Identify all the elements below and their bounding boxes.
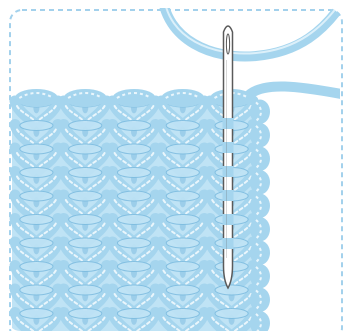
selvedge-bump (250, 217, 270, 241)
stitch-top-bump (20, 191, 53, 201)
yarn-over-needle (223, 142, 234, 153)
tapestry-needle-icon (223, 26, 234, 288)
stitch-top-bump (117, 191, 150, 201)
stitch-top-bump (166, 262, 199, 272)
stitch-top-bump (117, 262, 150, 272)
selvedge-bump (250, 100, 270, 124)
stitch-top-bump (117, 144, 150, 154)
selvedge-bump (250, 123, 270, 147)
selvedge-bump (250, 170, 270, 194)
yarn-over-needle (223, 166, 234, 177)
stitch-top-bump (20, 168, 53, 178)
stitch-top-bump (166, 215, 199, 225)
yarn-loop-top (162, 0, 342, 56)
stitch-top-bump (69, 191, 102, 201)
stitch-top-bump (117, 168, 150, 178)
stitch-top-bump (117, 238, 150, 248)
stitch-top-bump (166, 238, 199, 248)
stitch-top-bump (20, 215, 53, 225)
stitch-top-bump (20, 262, 53, 272)
stitch-top-bump (69, 238, 102, 248)
stitch-top-bump (20, 121, 53, 131)
stitch-top-bump (117, 285, 150, 295)
stitch-top-bump (215, 309, 248, 319)
yarn-tail-right (246, 86, 348, 98)
stitch-top-bump (69, 144, 102, 154)
yarn-over-needle (223, 238, 234, 249)
stitch-top-bump (166, 168, 199, 178)
needle-eye (226, 34, 229, 54)
stitch-top-bump (69, 215, 102, 225)
stitch-top-bump (20, 238, 53, 248)
stitch-top-bump (69, 121, 102, 131)
stitch-top-bump (166, 121, 199, 131)
stitch-top-bump (20, 144, 53, 154)
stitch-top-bump (166, 144, 199, 154)
stitch-top-bump (69, 262, 102, 272)
selvedge-bump (250, 264, 270, 288)
selvedge-bump (250, 288, 270, 312)
selvedge-bump (250, 241, 270, 265)
stitch-top-bump (117, 309, 150, 319)
stitch-top-bump (166, 191, 199, 201)
yarn-over-needle (223, 214, 234, 225)
stitch-top-bump (166, 309, 199, 319)
stitch-top-bump (215, 285, 248, 295)
stitch-top-bump (166, 285, 199, 295)
stitch-top-bump (69, 168, 102, 178)
stitch-top-bump (117, 215, 150, 225)
yarn-over-needle (223, 118, 234, 129)
selvedge-bump (250, 147, 270, 171)
yarn-over-needle (223, 190, 234, 201)
stitch-top-bump (69, 309, 102, 319)
knitted-swatch (12, 89, 256, 331)
stitch-top-bump (20, 285, 53, 295)
stitch-top-bump (20, 309, 53, 319)
selvedge-bump (250, 194, 270, 218)
stitch-top-bump (69, 285, 102, 295)
stitch-top-bump (117, 121, 150, 131)
